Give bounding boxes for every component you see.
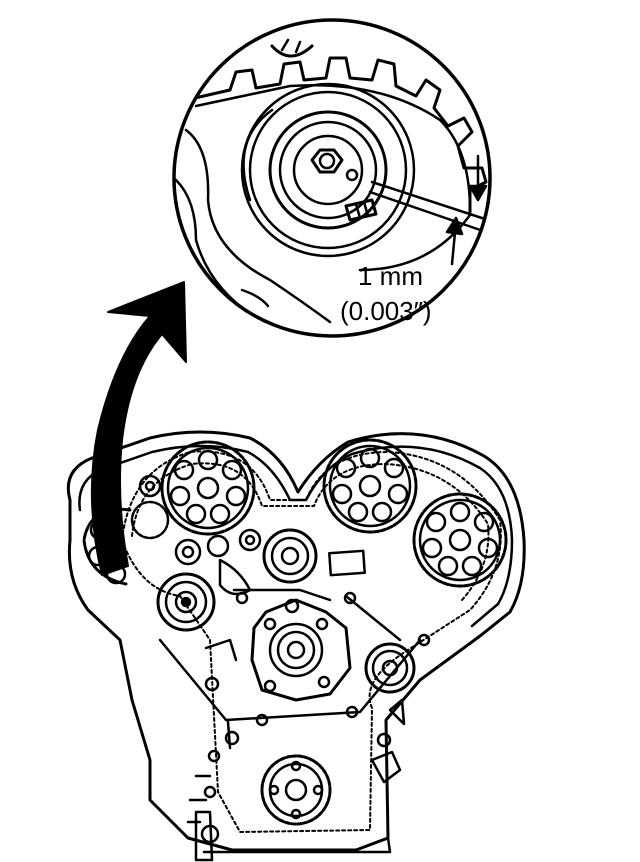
crankshaft-sprocket xyxy=(260,754,332,826)
timing-cover-outline xyxy=(66,430,526,852)
measurement-imperial-label: (0.003″) xyxy=(340,296,432,326)
belt-tensioner-pulley xyxy=(156,572,216,632)
detail-circle-outline xyxy=(172,18,492,338)
left-cam-sprocket xyxy=(160,440,256,536)
callout-arrow xyxy=(90,281,187,576)
right-outer-cam-sprocket xyxy=(412,492,508,588)
tensioner-nut xyxy=(310,148,344,174)
detail-magnifier xyxy=(172,18,492,338)
detail-sprocket-teeth xyxy=(193,56,488,214)
right-inner-cam-sprocket xyxy=(322,438,418,534)
upper-idler-pulley xyxy=(262,528,318,584)
lower-idler-pulley xyxy=(364,642,416,694)
engine-front-view xyxy=(66,430,526,862)
gap-reference-lines xyxy=(368,180,490,234)
water-pump xyxy=(250,598,352,702)
gap-arrows xyxy=(445,154,488,266)
left-outer-cam-sprocket xyxy=(82,507,132,586)
measurement-value-label: 1 mm xyxy=(358,261,423,291)
